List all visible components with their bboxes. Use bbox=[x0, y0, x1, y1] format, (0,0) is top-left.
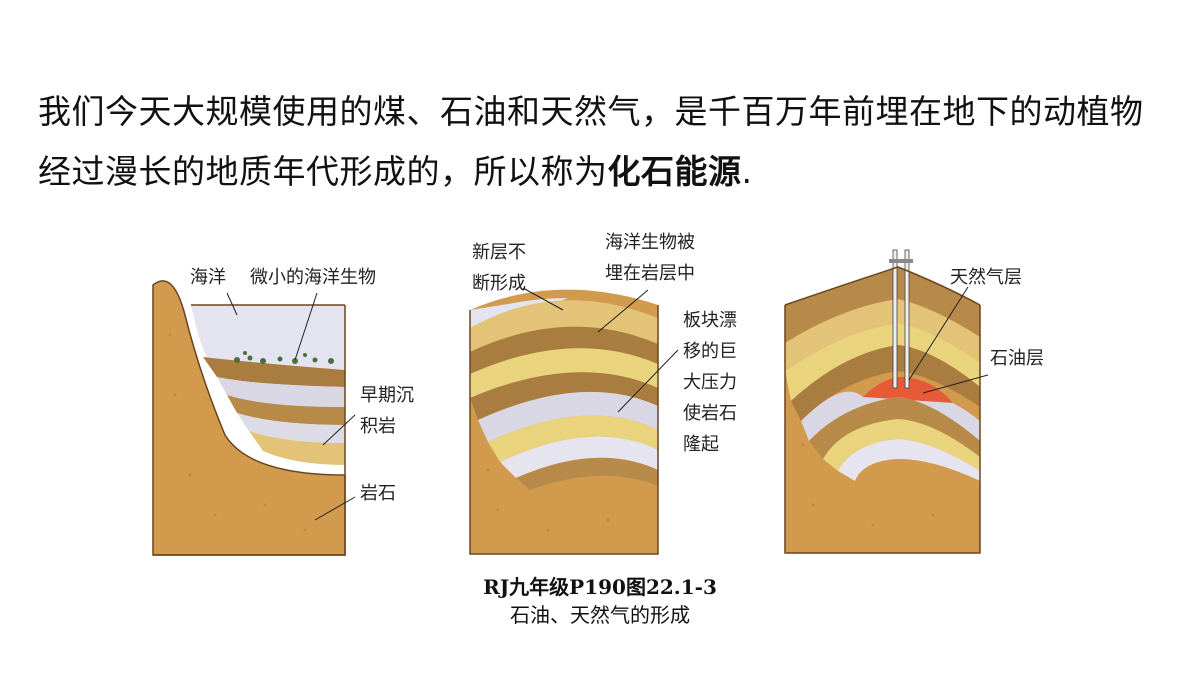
panel-layers-uplift bbox=[469, 287, 679, 555]
early-sediment-label-1: 早期沉 bbox=[360, 385, 414, 406]
drill-wells bbox=[889, 249, 913, 389]
oil-layer-label: 石油层 bbox=[990, 348, 1044, 369]
sediment-layer-dark bbox=[203, 357, 345, 387]
panel-ocean-sediment bbox=[152, 280, 356, 556]
rock-base bbox=[152, 280, 346, 556]
early-sediment-label-2: 积岩 bbox=[360, 416, 396, 437]
organisms-label: 微小的海洋生物 bbox=[250, 267, 376, 288]
oil-layer-shape bbox=[863, 377, 953, 403]
plate-pressure-label-5: 隆起 bbox=[683, 434, 719, 455]
natural-gas-label: 天然气层 bbox=[950, 267, 1022, 288]
sediment-layer-yellow bbox=[249, 431, 345, 465]
figure-reference: RJ九年级P190图22.1-3 bbox=[483, 575, 717, 599]
rock-label: 岩石 bbox=[360, 483, 396, 504]
sediment-layer-pale-2 bbox=[237, 413, 345, 443]
fossil-energy-term: 化石能源 bbox=[607, 152, 742, 191]
plate-pressure-label-3: 大压力 bbox=[683, 372, 737, 393]
figure-caption: 石油、天然气的形成 bbox=[510, 603, 690, 627]
buried-organisms-label-1: 海洋生物被 bbox=[605, 232, 695, 253]
intro-text: 我们今天大规模使用的煤、石油和天然气，是千百万年前埋在地下的动植物经过漫长的地质… bbox=[38, 92, 1144, 191]
intro-period: . bbox=[741, 152, 753, 191]
panel-oil-gas-trap bbox=[784, 249, 989, 554]
tiny-organisms bbox=[234, 351, 334, 364]
sediment-layer-pale bbox=[217, 377, 345, 407]
new-layers-label-2: 断形成 bbox=[472, 273, 526, 294]
sediment-layer-brown bbox=[227, 395, 345, 425]
plate-pressure-label-2: 移的巨 bbox=[683, 341, 737, 362]
ocean-label: 海洋 bbox=[190, 267, 226, 288]
intro-paragraph: 我们今天大规模使用的煤、石油和天然气，是千百万年前埋在地下的动植物经过漫长的地质… bbox=[38, 82, 1173, 202]
plate-pressure-label-1: 板块漂 bbox=[683, 310, 737, 331]
buried-organisms-label-2: 埋在岩层中 bbox=[605, 263, 695, 284]
plate-pressure-label-4: 使岩石 bbox=[683, 403, 737, 424]
new-layers-label-1: 新层不 bbox=[472, 242, 526, 263]
